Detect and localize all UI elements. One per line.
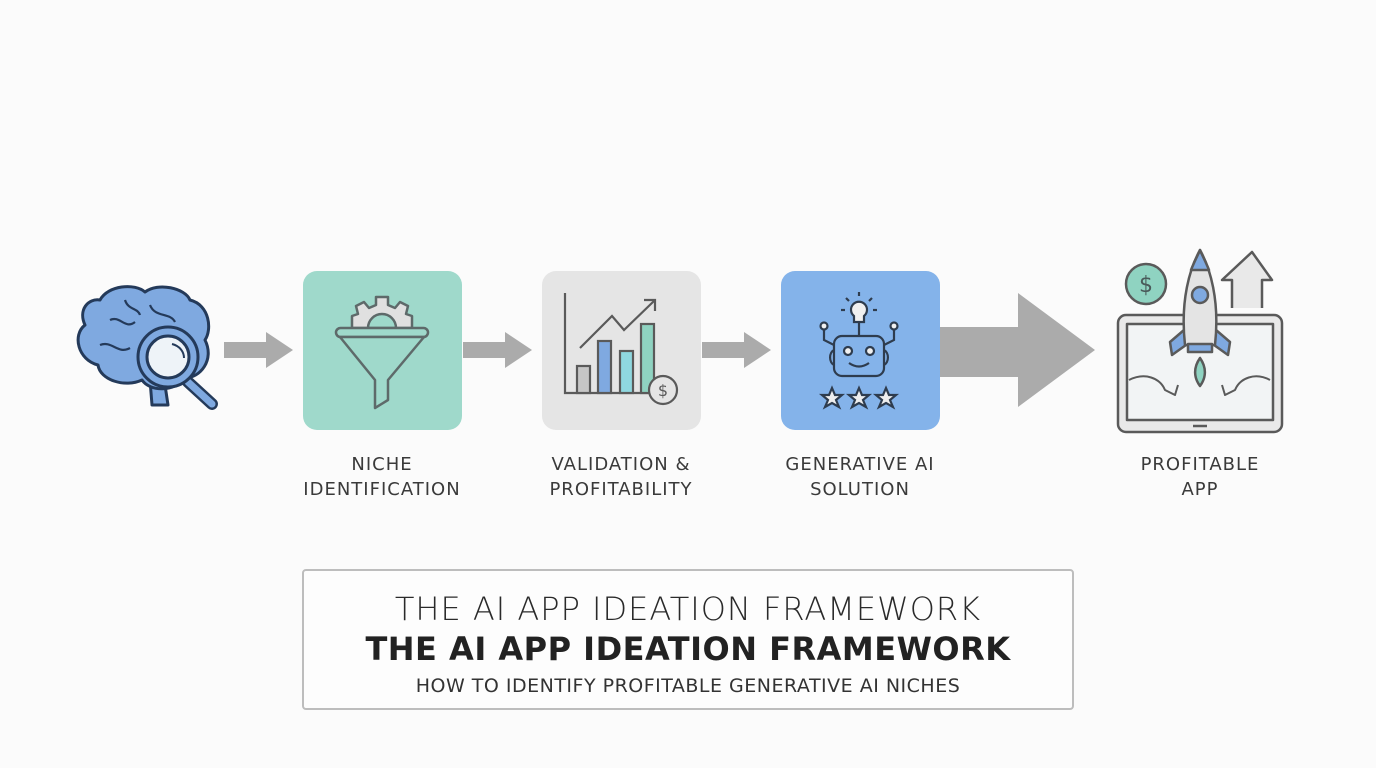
arrow-1 — [224, 332, 293, 368]
big-arrow — [940, 293, 1095, 407]
label-line: VALIDATION & — [551, 454, 691, 475]
subtitle: HOW TO IDENTIFY PROFITABLE GENERATIVE AI… — [415, 675, 961, 697]
label-line: PROFITABILITY — [549, 479, 693, 500]
svg-text:$: $ — [658, 381, 668, 400]
funnel-gear-icon — [334, 295, 430, 410]
label-line: PROFITABLE — [1140, 454, 1260, 475]
rating-stars-icon — [818, 385, 900, 410]
flow-arrows — [224, 293, 1095, 407]
svg-text:$: $ — [1139, 273, 1153, 298]
step-label-generative-ai: GENERATIVE AI SOLUTION — [750, 452, 970, 502]
step-validation-card: $ — [542, 271, 701, 430]
label-line: NICHE — [351, 454, 413, 475]
brain-magnifier-icon — [76, 285, 218, 410]
step-generative-ai-card — [781, 271, 940, 430]
label-line: APP — [1181, 479, 1219, 500]
step-label-validation: VALIDATION & PROFITABILITY — [511, 452, 731, 502]
rocket-laptop-icon: $ — [1116, 248, 1284, 434]
arrow-2 — [463, 332, 532, 368]
step-label-profitable-app: PROFITABLE APP — [1090, 452, 1310, 502]
title-light: THE AI APP IDEATION FRAMEWORK — [394, 590, 982, 628]
step-niche-identification-card — [303, 271, 462, 430]
label-line: SOLUTION — [810, 479, 910, 500]
label-line: GENERATIVE AI — [785, 454, 935, 475]
title-bold: THE AI APP IDEATION FRAMEWORK — [365, 630, 1011, 668]
arrow-3 — [702, 332, 771, 368]
step-label-niche-identification: NICHE IDENTIFICATION — [272, 452, 492, 502]
robot-idea-icon — [818, 292, 900, 410]
label-line: IDENTIFICATION — [303, 479, 461, 500]
title-box: THE AI APP IDEATION FRAMEWORK THE AI APP… — [302, 569, 1074, 710]
bar-chart-dollar-icon: $ — [563, 293, 679, 406]
